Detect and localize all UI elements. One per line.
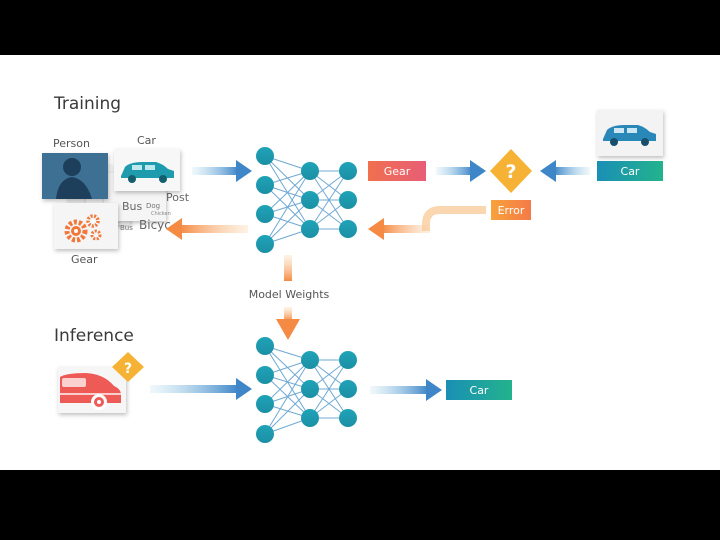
prediction-label: Gear — [384, 165, 411, 178]
stack-word: Bus — [120, 224, 133, 232]
training-neural-network — [256, 147, 357, 253]
network-node — [256, 205, 274, 223]
person-silhouette-icon — [56, 158, 92, 199]
inference-neural-network — [256, 337, 357, 443]
network-node — [256, 366, 274, 384]
model-weights-label: Model Weights — [249, 288, 330, 301]
network-node — [301, 220, 319, 238]
network-connection — [309, 170, 349, 230]
network-node — [256, 147, 274, 165]
network-node — [301, 380, 319, 398]
network-connection — [264, 388, 311, 435]
comparator-diamond: ? — [490, 149, 532, 193]
car-icon — [603, 125, 656, 146]
question-mark-icon: ? — [124, 361, 132, 377]
inference-title: Inference — [54, 326, 134, 346]
training-image-stack: Bus Dog Post Bicyc Bus Chicken Person Ca… — [42, 134, 190, 266]
person-label: Person — [53, 137, 90, 150]
stack-word: Post — [166, 191, 190, 204]
model-weights-arrow — [276, 255, 300, 340]
training-title: Training — [53, 94, 121, 114]
network-node — [256, 395, 274, 413]
inference-prediction-box: Car — [446, 380, 512, 400]
network-node — [301, 351, 319, 369]
network-node — [339, 162, 357, 180]
network-connection — [264, 359, 311, 435]
stack-word: Dog — [146, 202, 160, 210]
ml-diagram: Training Inference Bus Dog Post Bicyc Bu… — [42, 94, 663, 443]
car-label: Car — [137, 134, 156, 147]
error-box: Error — [491, 200, 531, 220]
ground-truth-label: Car — [621, 165, 640, 178]
network-node — [339, 351, 357, 369]
network-node — [256, 235, 274, 253]
stack-word: Bicyc — [139, 218, 171, 232]
network-connection — [264, 199, 311, 245]
network-node — [301, 409, 319, 427]
network-node — [339, 191, 357, 209]
stack-word: Bus — [122, 200, 143, 213]
network-connection — [264, 359, 311, 405]
prediction-to-comparator-arrow — [436, 160, 486, 182]
network-node — [339, 220, 357, 238]
ground-truth-to-comparator-arrow — [540, 160, 590, 182]
network-node — [256, 337, 274, 355]
error-label: Error — [498, 204, 525, 217]
error-feedback-arrow — [368, 206, 486, 240]
prediction-box: Gear — [368, 161, 426, 181]
diagram-canvas: Training Inference Bus Dog Post Bicyc Bu… — [0, 55, 720, 470]
inference-unknown-diamond: ? — [112, 352, 144, 382]
ground-truth-box: Car — [597, 161, 663, 181]
stack-word: Chicken — [151, 211, 171, 217]
gear-icon — [64, 214, 102, 243]
gear-label: Gear — [71, 253, 98, 266]
network-node — [301, 162, 319, 180]
network-node — [256, 425, 274, 443]
network-node — [339, 380, 357, 398]
inference-output-arrow — [370, 379, 442, 401]
network-connection — [264, 170, 311, 245]
backprop-to-images-arrow — [166, 218, 248, 240]
car-icon — [121, 162, 174, 183]
red-car-icon — [60, 373, 121, 410]
network-connection — [264, 170, 311, 215]
question-mark-icon: ? — [505, 161, 516, 183]
network-node — [301, 191, 319, 209]
inference-prediction-label: Car — [470, 384, 489, 397]
input-to-network-arrow — [192, 160, 252, 182]
network-node — [339, 409, 357, 427]
network-connection — [309, 359, 349, 419]
inference-input-arrow — [150, 378, 252, 400]
network-node — [256, 176, 274, 194]
